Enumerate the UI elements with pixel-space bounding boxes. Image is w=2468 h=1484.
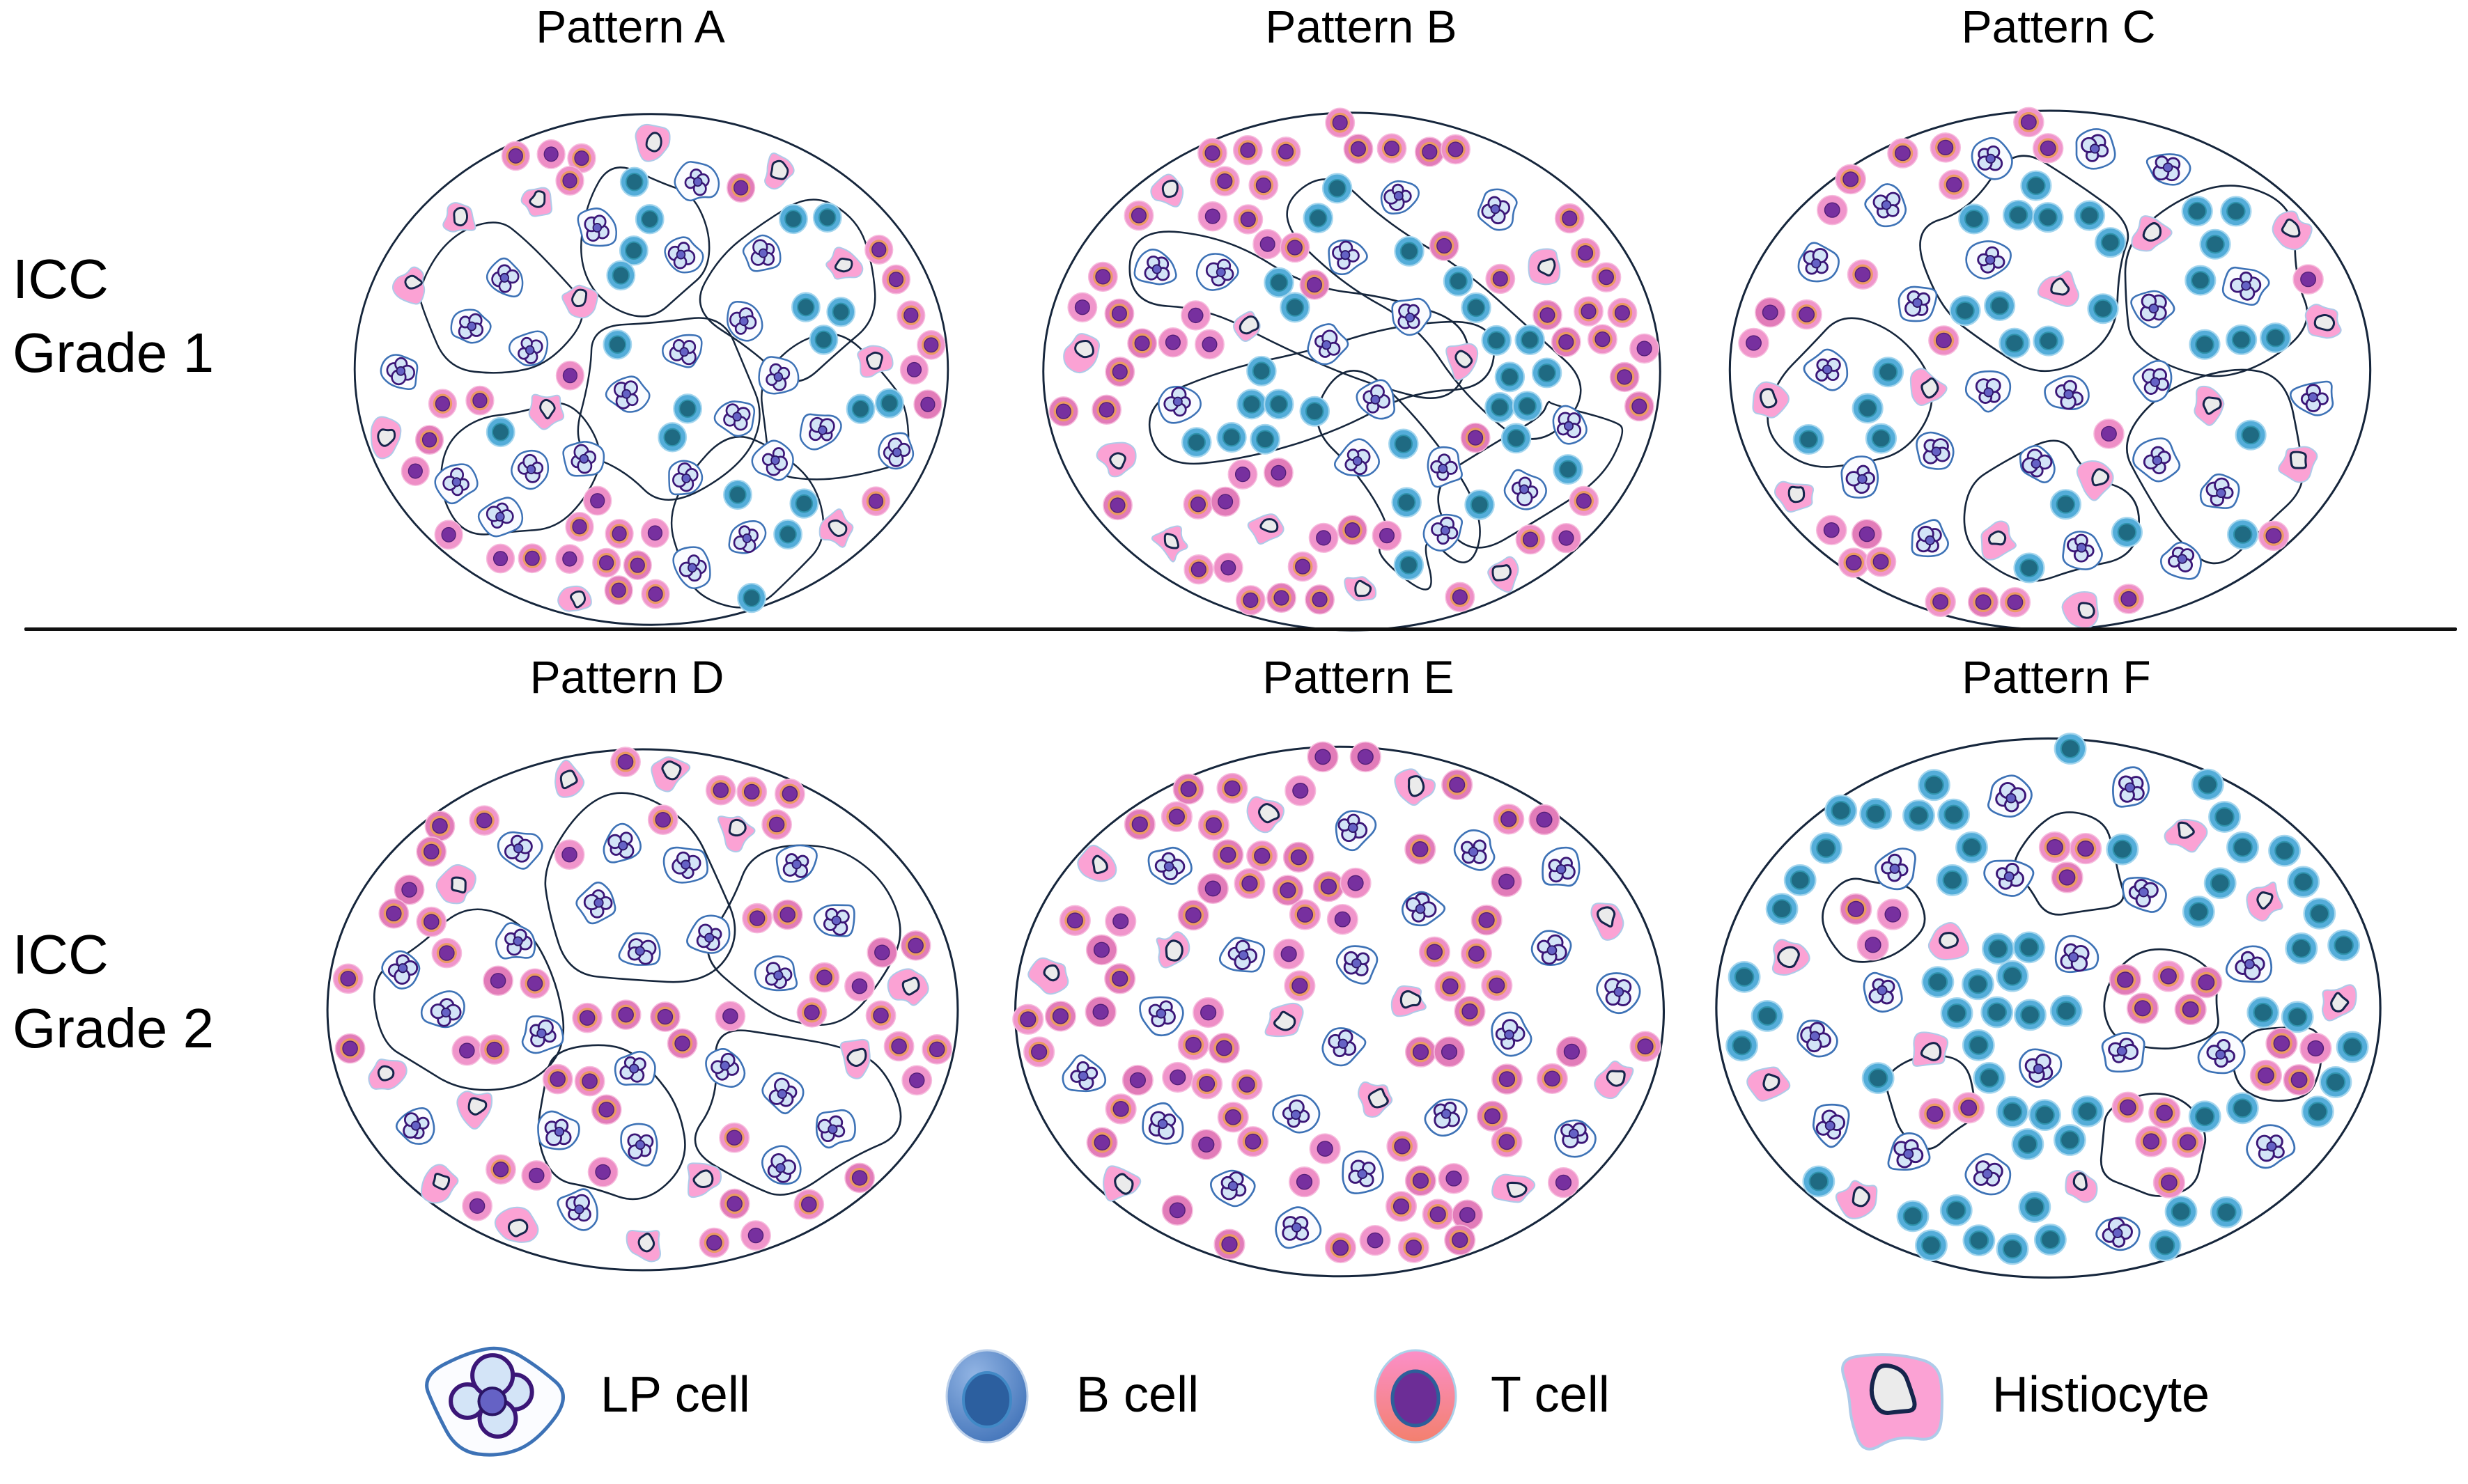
histiocyte-label: Histiocyte	[1992, 1367, 2210, 1423]
pattern-d-title: Pattern D	[529, 651, 724, 703]
row-label-grade-2: ICC Grade 2	[13, 918, 214, 1065]
pattern-f-title: Pattern F	[1962, 651, 2151, 703]
t-cell-label: T cell	[1491, 1367, 1610, 1423]
pattern-a-title: Pattern A	[536, 1, 725, 52]
pattern-c-illustration	[1728, 107, 2372, 631]
pattern-a-illustration	[353, 113, 949, 626]
pattern-c-title: Pattern C	[1961, 1, 2156, 52]
row-label-grade-1-line1: ICC	[13, 248, 109, 310]
grade-divider-line	[24, 627, 2457, 631]
row-label-grade-1-line2: Grade 1	[13, 321, 215, 384]
row-label-grade-2-line2: Grade 2	[13, 997, 215, 1059]
b-cell-icon	[945, 1349, 1029, 1444]
lp-cell-label: LP cell	[600, 1367, 750, 1423]
pattern-b-illustration	[1042, 107, 1661, 632]
lp-cell-icon	[425, 1346, 565, 1457]
pattern-e-illustration	[1012, 741, 1666, 1278]
pattern-b-title: Pattern B	[1265, 1, 1457, 52]
pattern-e-title: Pattern E	[1262, 651, 1454, 703]
row-label-grade-1: ICC Grade 1	[13, 242, 214, 389]
row-label-grade-2-line1: ICC	[13, 923, 109, 985]
b-cell-label: B cell	[1076, 1367, 1200, 1423]
pattern-d-illustration	[326, 747, 959, 1272]
pattern-f-illustration	[1715, 733, 2382, 1279]
histiocyte-icon	[1841, 1353, 1943, 1451]
t-cell-icon	[1374, 1349, 1457, 1444]
